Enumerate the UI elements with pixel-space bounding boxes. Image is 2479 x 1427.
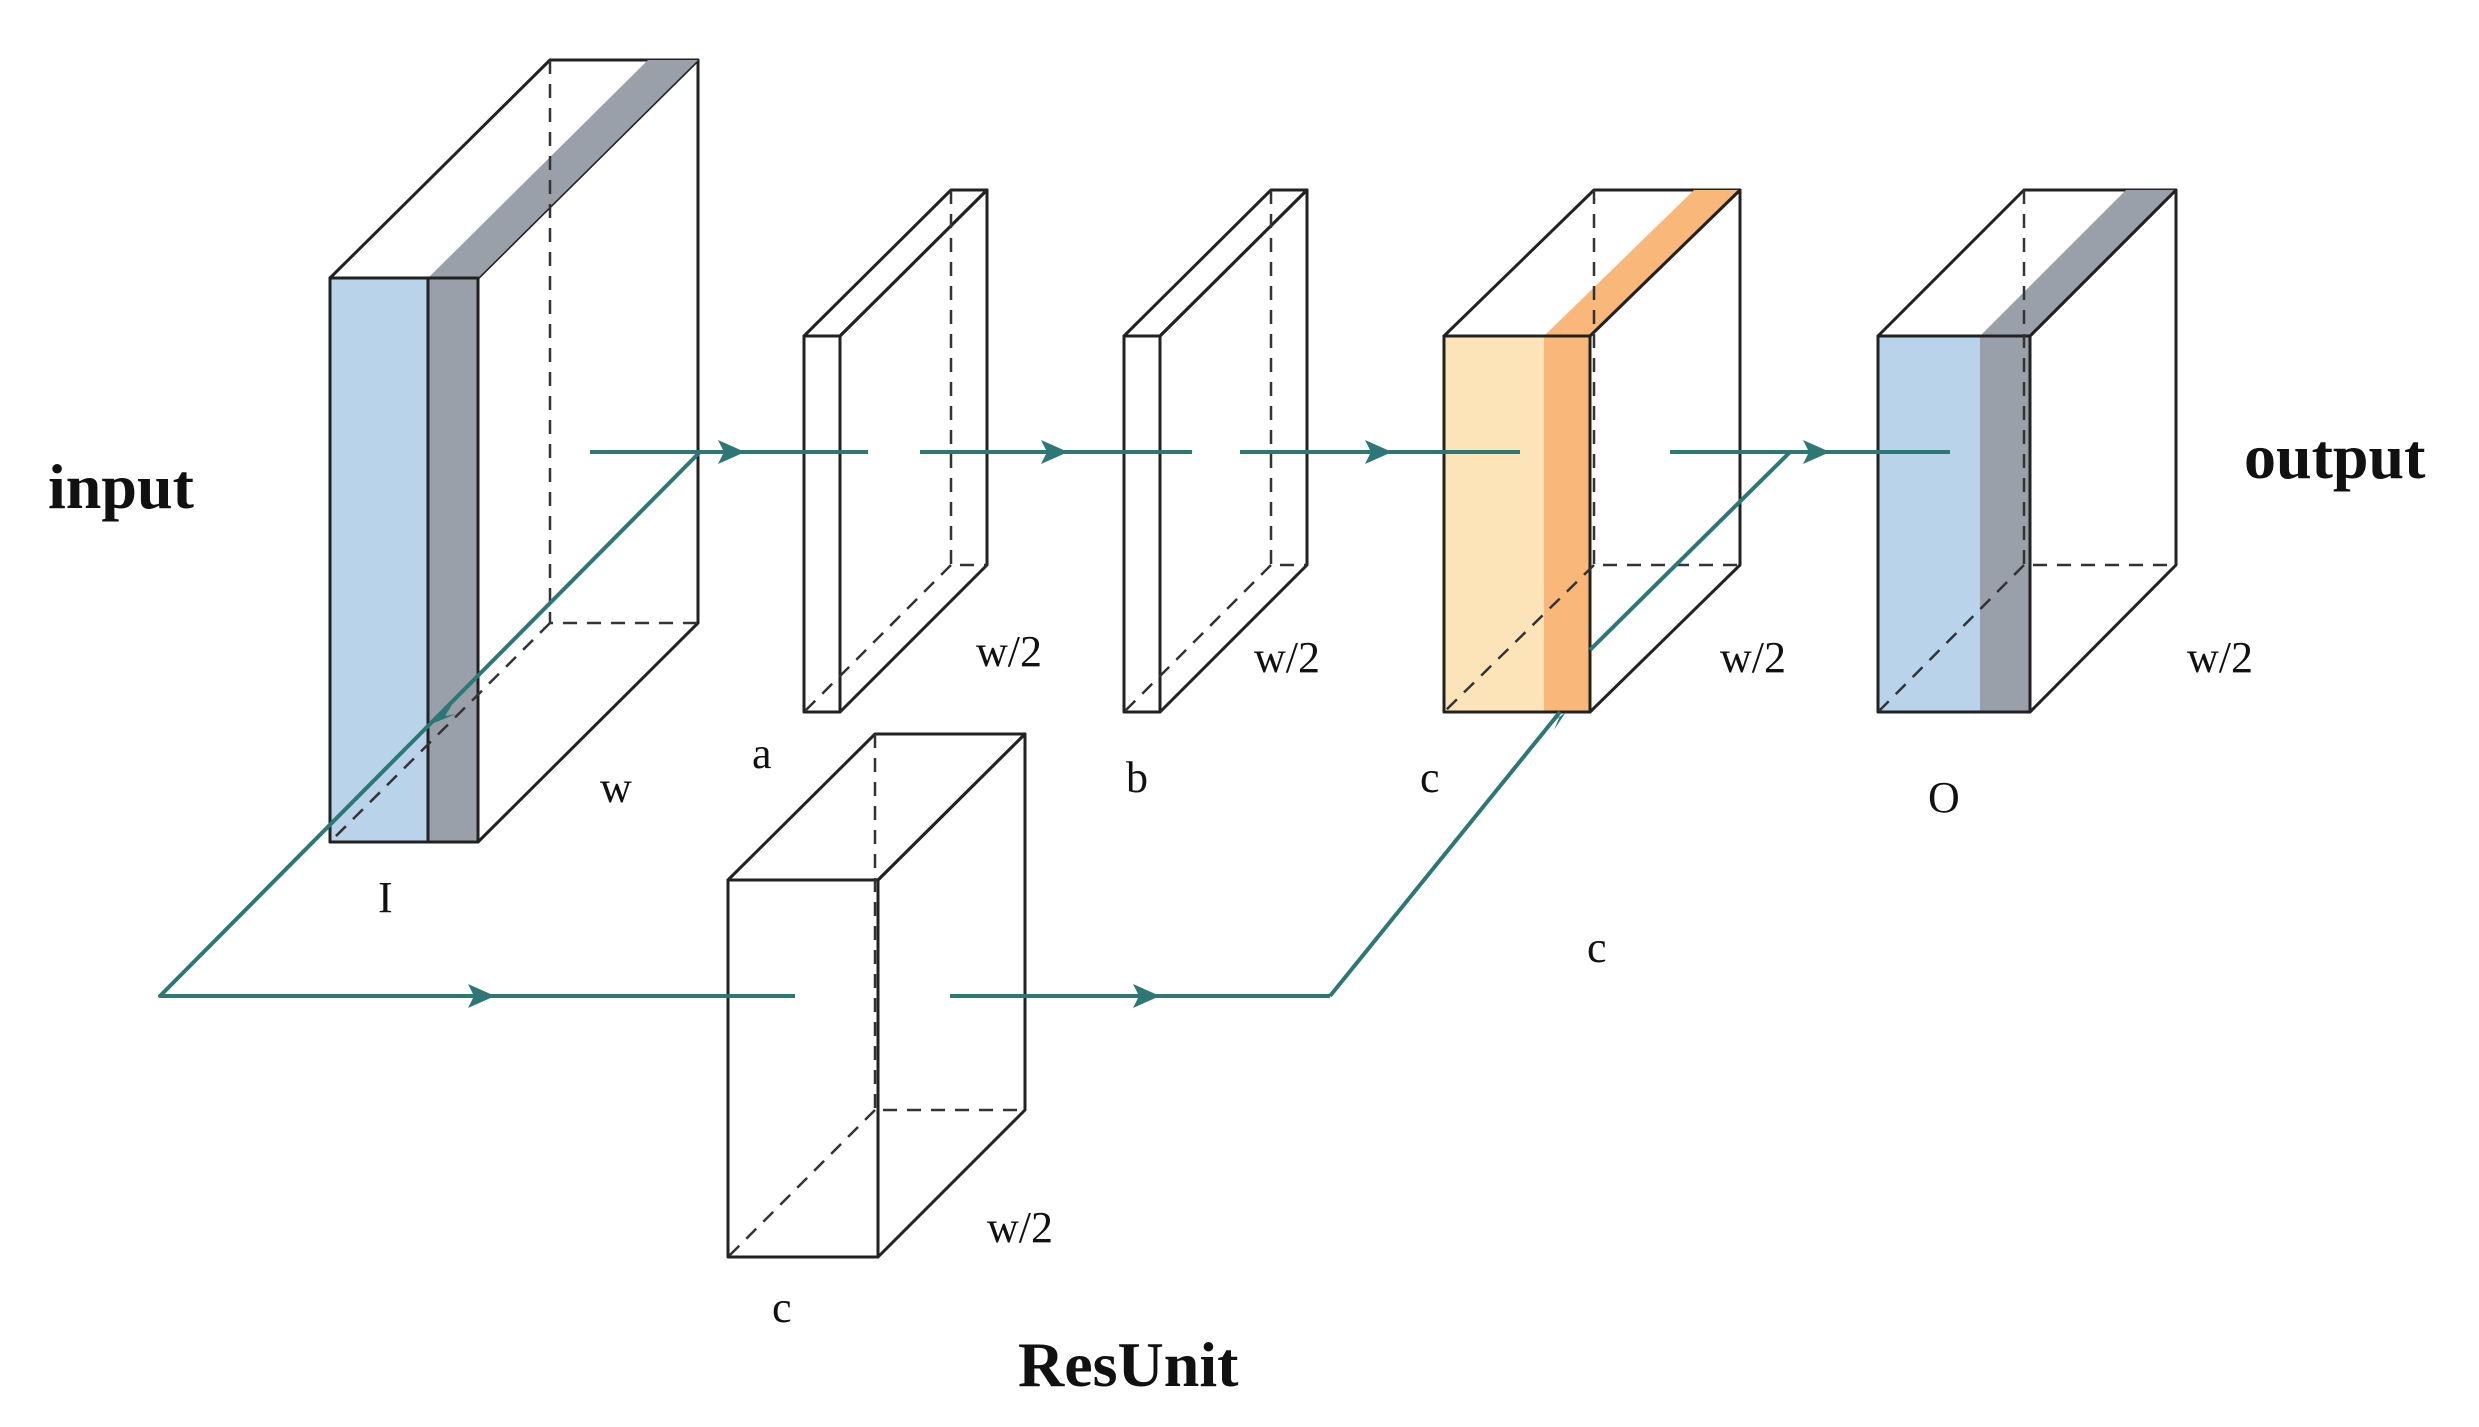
- arrowhead-skip-1: [468, 984, 495, 1008]
- label-c-bottom-dim: w/2: [987, 1203, 1053, 1252]
- label-c-top: c: [1420, 753, 1440, 802]
- block-a: [802, 188, 989, 714]
- label-I: I: [378, 873, 393, 922]
- main-flow-arrowheads: [718, 440, 1830, 464]
- arrowhead-to-O: [1803, 440, 1830, 464]
- arrowhead-to-b: [1041, 440, 1068, 464]
- input-block-I: [328, 58, 700, 844]
- label-c-bottom: c: [772, 1283, 792, 1332]
- label-c-top-dim: w/2: [1720, 633, 1786, 682]
- resunit-block-c: [726, 732, 1027, 1259]
- arrowhead-to-a: [718, 440, 745, 464]
- label-a-dim: w/2: [976, 627, 1042, 676]
- label-b-dim: w/2: [1254, 633, 1320, 682]
- input-label: input: [48, 451, 195, 522]
- output-block-O: [1876, 188, 2178, 714]
- arrowhead-skip-2: [1133, 984, 1160, 1008]
- arrowhead-to-c: [1365, 440, 1392, 464]
- label-O: O: [1928, 773, 1960, 822]
- label-w: w: [600, 763, 632, 812]
- arrowhead-down-left: [429, 705, 456, 725]
- skip-connection-arrowheads: [429, 705, 1566, 1008]
- label-O-dim: w/2: [2187, 633, 2253, 682]
- block-c-top: [1442, 188, 1742, 714]
- label-b: b: [1126, 753, 1148, 802]
- output-label: output: [2244, 421, 2426, 492]
- label-c-mid: c: [1587, 923, 1607, 972]
- block-b: [1122, 188, 1309, 714]
- label-a: a: [752, 729, 772, 778]
- resunit-label: ResUnit: [1018, 1329, 1239, 1400]
- arrowhead-up-right: [1548, 712, 1566, 730]
